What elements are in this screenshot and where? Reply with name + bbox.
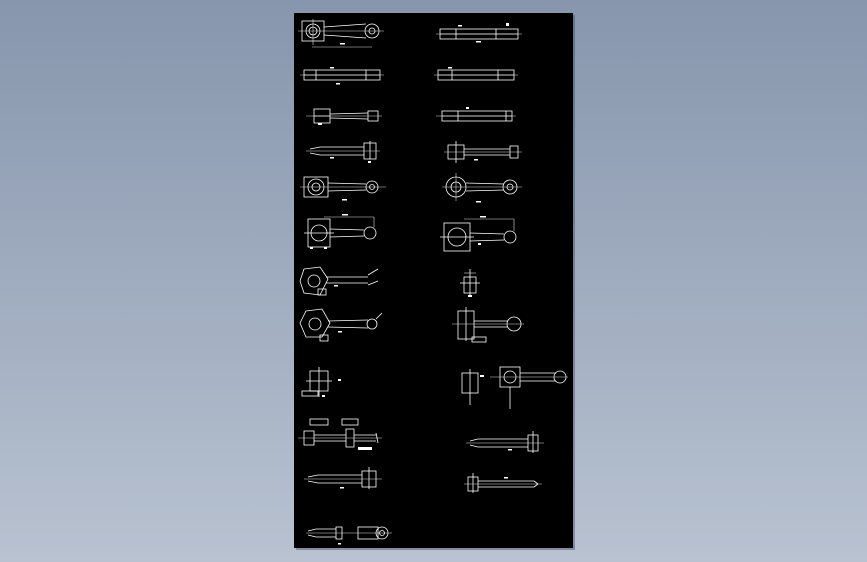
drawing-d18 [461, 366, 568, 409]
drawing-d6 [436, 107, 516, 122]
drawing-d7 [306, 141, 380, 163]
drawing-d13 [299, 266, 379, 296]
drawing-d17 [301, 367, 341, 397]
drawing-d20 [466, 431, 544, 453]
drawing-d10 [442, 173, 522, 203]
drawing-d14 [460, 269, 480, 297]
drawing-d22 [464, 473, 542, 493]
drawing-sheet[interactable] [294, 13, 573, 548]
drawing-d16 [452, 307, 524, 343]
drawing-d19 [298, 418, 382, 450]
drawing-d4 [434, 67, 518, 81]
drawing-d1 [298, 19, 384, 48]
drawing-d5 [306, 108, 382, 125]
drawing-d12 [440, 216, 517, 252]
drawing-canvas [298, 19, 568, 545]
drawing-d9 [300, 176, 386, 201]
drawing-d15 [299, 308, 383, 342]
drawing-d11 [304, 214, 377, 249]
drawing-d21 [304, 467, 382, 489]
drawing-d23 [306, 526, 392, 545]
drawing-d3 [300, 67, 384, 85]
drawing-d2 [436, 23, 522, 43]
drawing-d8 [444, 141, 522, 163]
